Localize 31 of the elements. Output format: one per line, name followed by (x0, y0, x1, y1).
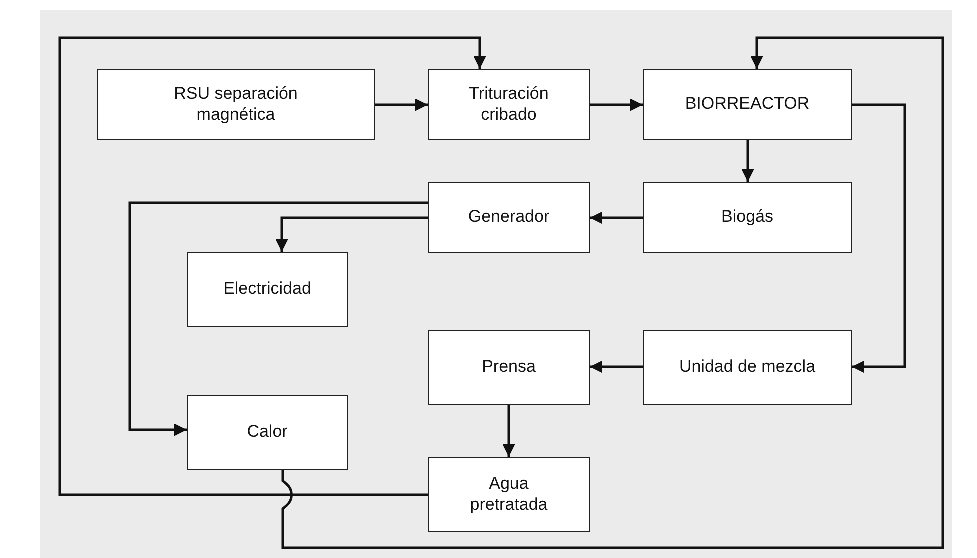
arrow (590, 212, 643, 224)
process-box (643, 330, 852, 405)
arrow (128, 202, 428, 436)
process-box (187, 252, 348, 327)
box-label: Agua pretratada (469, 474, 549, 515)
arrow (375, 98, 428, 112)
process-box (187, 395, 348, 470)
arrow (852, 104, 906, 374)
process-box (428, 69, 590, 140)
arrow (590, 360, 643, 374)
box-label: BIORREACTOR (685, 94, 810, 115)
arrow (502, 405, 516, 457)
arrow (58, 36, 486, 496)
process-box (428, 330, 590, 405)
arrow (590, 98, 643, 112)
arrow (276, 216, 428, 252)
process-box (428, 182, 590, 253)
box-label: Biogás (722, 207, 774, 228)
box-label: Prensa (482, 357, 536, 378)
process-box (97, 69, 375, 140)
box-label: Unidad de mezcla (679, 357, 816, 378)
box-label: Electricidad (224, 279, 312, 300)
arrow (742, 140, 754, 182)
process-box (643, 182, 852, 253)
arrow (282, 36, 944, 550)
process-box (643, 69, 852, 140)
box-label: Trituración cribado (468, 84, 550, 125)
box-label: Generador (468, 207, 550, 228)
box-label: RSU separación magnética (173, 84, 299, 125)
process-box (428, 457, 590, 532)
box-label: Calor (247, 422, 288, 443)
